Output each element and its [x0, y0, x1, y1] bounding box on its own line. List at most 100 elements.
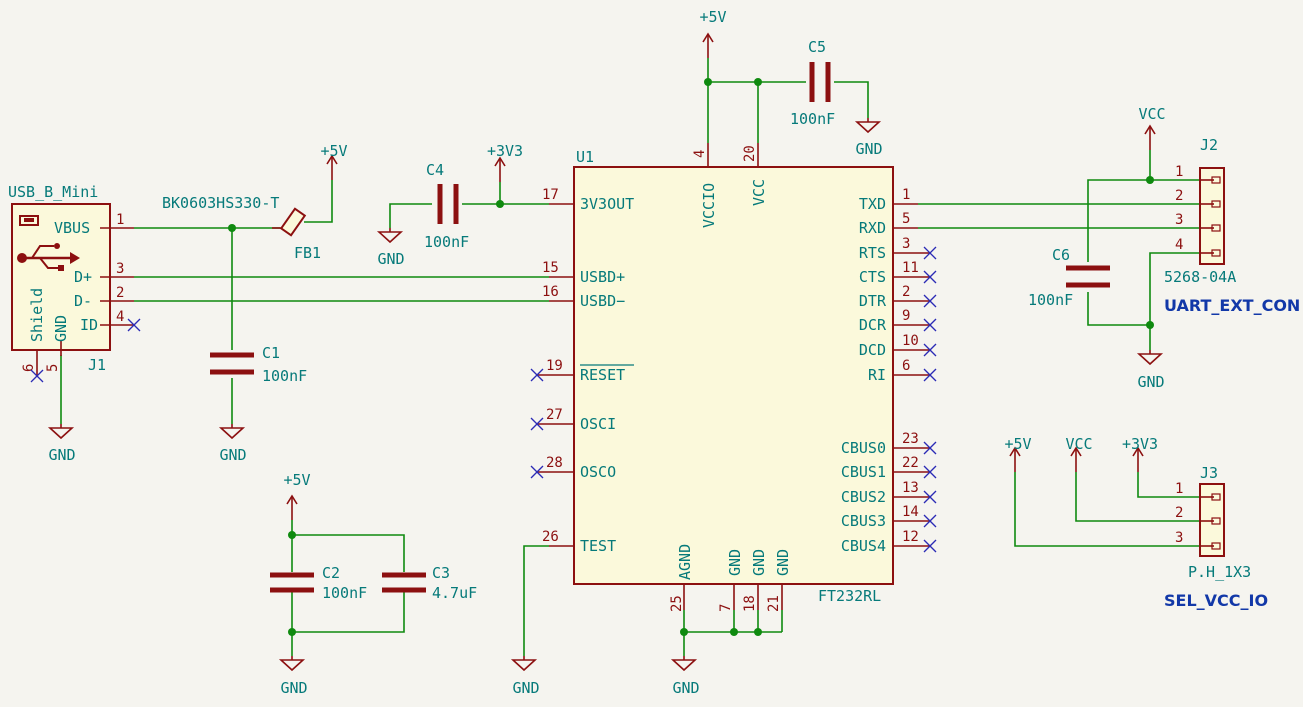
power-arrow-icon: +5V [320, 142, 348, 180]
u1-value: FT232RL [818, 587, 881, 605]
no-connect-icon [923, 465, 937, 479]
u1-pinnum-23: 23 [902, 431, 919, 447]
u1-pin-cbus1: CBUS1 [841, 463, 886, 481]
j1-pinnum-4: 4 [116, 309, 124, 325]
c4-value: 100nF [424, 233, 469, 251]
u1-pin-gnd-7: GND [726, 549, 744, 576]
u1-pinnum-5: 5 [902, 211, 910, 227]
power-arrow-icon: +5V [1004, 435, 1032, 472]
power-arrow-icon: VCC [1065, 435, 1093, 472]
ground-icon: GND [670, 656, 700, 697]
u1-pinnum-25: 25 [669, 595, 685, 612]
power-label: +5V [1004, 435, 1031, 453]
j1-pinnum-3: 3 [116, 261, 124, 277]
power-label: +5V [320, 142, 347, 160]
j3-sheet-label: SEL_VCC_IO [1164, 591, 1268, 610]
u1-pinnum-6: 6 [902, 358, 910, 374]
u1-pin-reset: RESET [580, 366, 625, 384]
j3-pinnum-2: 2 [1175, 505, 1183, 521]
wires [60, 58, 1200, 656]
power-label: +5V [699, 8, 726, 26]
no-connect-icon [530, 465, 544, 479]
ground-icon: GND [278, 656, 308, 697]
power-arrow-icon: +3V3 [487, 142, 523, 182]
c2-ref: C2 [322, 564, 340, 582]
u1-pinnum-17: 17 [542, 187, 559, 203]
power-arrow-icon: VCC [1138, 105, 1166, 150]
u1-pin-dtr: DTR [859, 292, 887, 310]
gnd-label: GND [48, 446, 75, 464]
gnd-label: GND [1137, 373, 1164, 391]
j2-sheet-label: UART_EXT_CON [1164, 296, 1300, 315]
power-label: VCC [1138, 105, 1165, 123]
no-connect-icon [923, 270, 937, 284]
u1-pin-vcc: VCC [750, 179, 768, 206]
u1-pin-cbus3: CBUS3 [841, 512, 886, 530]
u1-pinnum-2: 2 [902, 284, 910, 300]
no-connect-icon [530, 368, 544, 382]
u1-pin-rts: RTS [859, 244, 886, 262]
ground-icon: GND [47, 424, 76, 464]
u1-pinnum-26: 26 [542, 529, 559, 545]
j3-pinnum-3: 3 [1175, 530, 1183, 546]
capacitor-c3: C3 4.7uF [382, 564, 477, 602]
j1-value: USB_B_Mini [8, 183, 98, 201]
junctions [228, 78, 1154, 636]
no-connect-icon [923, 514, 937, 528]
j1-pinnum-6: 6 [21, 364, 37, 372]
u1-pinnum-27: 27 [546, 407, 563, 423]
gnd-label: GND [512, 679, 539, 697]
power-label: +3V3 [487, 142, 523, 160]
c6-value: 100nF [1028, 291, 1073, 309]
u1-pin-dcd: DCD [859, 341, 886, 359]
u1-left-pin-stubs [537, 203, 574, 547]
u1-pin-usbd: USBD− [580, 292, 625, 310]
c3-ref: C3 [432, 564, 450, 582]
no-connect-icon [923, 490, 937, 504]
capacitor-c2: C2 100nF [270, 564, 367, 602]
j1-pinnum-5: 5 [45, 364, 61, 372]
j2-pinnum-2: 2 [1175, 188, 1183, 204]
u1-pin-osco: OSCO [580, 463, 616, 481]
j2-pinnum-1: 1 [1175, 164, 1183, 180]
u1-pinnum-19: 19 [546, 358, 563, 374]
fb1-value: BK0603HS330-T [162, 194, 279, 212]
u1-pin-cts: CTS [859, 268, 886, 286]
u1-pin-osci: OSCI [580, 415, 616, 433]
no-connect-icon [923, 318, 937, 332]
u1-pinnum-22: 22 [902, 455, 919, 471]
j3-ref: J3 [1200, 464, 1218, 482]
u1-pin-agnd: AGND [676, 544, 694, 580]
u1-pin-cbus2: CBUS2 [841, 488, 886, 506]
j1-pinnum-1: 1 [116, 212, 124, 228]
u1-pinnum-14: 14 [902, 504, 919, 520]
u1-pin-3v3out: 3V3OUT [580, 195, 634, 213]
no-connect-icon [923, 441, 937, 455]
gnd-label: GND [672, 679, 699, 697]
j2-ref: J2 [1200, 136, 1218, 154]
u1-pin-usbd: USBD+ [580, 268, 625, 286]
u1-pin-gnd-21: GND [774, 549, 792, 576]
u1-pin-txd: TXD [859, 195, 886, 213]
usb-icon [17, 215, 80, 271]
u1-pin-vccio: VCCIO [700, 183, 718, 228]
u1-pinnum-11: 11 [902, 260, 919, 276]
c5-value: 100nF [790, 110, 835, 128]
u1-right-pin-stubs [893, 203, 918, 229]
j1-pin-vbus: VBUS [54, 219, 90, 237]
ground-icon: GND [218, 424, 247, 464]
u1-pinnum-28: 28 [546, 455, 563, 471]
u1-pinnum-12: 12 [902, 529, 919, 545]
ground-icon: GND [510, 656, 540, 697]
u1-pinnum-4: 4 [692, 150, 708, 158]
no-connect-icon [923, 343, 937, 357]
no-connect-icon [530, 417, 544, 431]
j1-pin-dminus: D- [74, 292, 92, 310]
j2-pinnum-4: 4 [1175, 237, 1183, 253]
u1-pinnum-1: 1 [902, 187, 910, 203]
usb-connector-j1: USB_B_Mini VBUS D+ D- ID Shield GND 1 3 [8, 183, 141, 383]
